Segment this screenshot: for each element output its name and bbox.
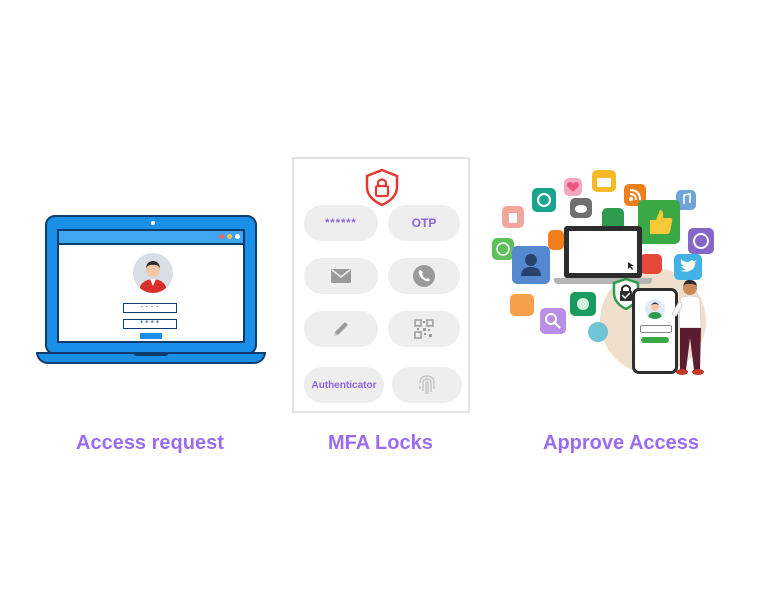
otp-method: OTP xyxy=(388,205,460,241)
password-method: ****** xyxy=(304,205,378,241)
heart-app-icon xyxy=(564,178,582,196)
caption-access-request: Access request xyxy=(76,432,224,454)
window-titlebar xyxy=(59,231,243,245)
chat-app-icon xyxy=(588,322,608,342)
envelope-icon xyxy=(331,269,351,283)
fingerprint-icon xyxy=(419,375,435,394)
twitter-app-icon xyxy=(674,254,702,280)
qr-method xyxy=(388,311,460,347)
cloud-app-icon xyxy=(570,198,592,218)
money-app-icon xyxy=(570,292,596,316)
password-field: **** xyxy=(123,319,177,329)
person-figure xyxy=(668,278,712,378)
laptop-screen: ---- **** xyxy=(57,229,245,343)
fingerprint-method xyxy=(392,367,462,403)
qr-code-icon xyxy=(414,319,434,339)
phone-avatar-icon xyxy=(645,299,665,319)
authenticator-method-label: Authenticator xyxy=(311,379,377,391)
caption-mfa-locks: MFA Locks xyxy=(328,432,433,454)
trash-app-icon xyxy=(502,206,524,228)
mfa-panel: ****** OTP xyxy=(292,157,470,413)
username-field: ---- xyxy=(123,303,177,313)
phone-method xyxy=(388,258,460,294)
login-button xyxy=(140,333,162,339)
gallery-app-icon xyxy=(510,294,534,316)
phone-approve-button xyxy=(641,337,669,343)
bookmark-app-icon xyxy=(548,230,564,250)
stats-app-icon xyxy=(602,208,624,230)
laptop-camera xyxy=(151,221,155,225)
inbox-app-icon xyxy=(592,170,616,192)
email-method xyxy=(304,258,378,294)
compass-app-icon xyxy=(688,228,714,254)
email-app-icon xyxy=(532,188,556,212)
phone-screen xyxy=(632,288,678,374)
search-app-icon xyxy=(540,308,566,334)
window-dot-icon xyxy=(235,234,240,239)
caption-approve-access: Approve Access xyxy=(543,432,699,454)
phone-icon xyxy=(413,265,435,287)
phone-password-field xyxy=(640,325,672,333)
window-dot-icon xyxy=(219,234,224,239)
thumbs-up-app-icon xyxy=(638,200,680,244)
laptop-notch xyxy=(133,352,169,356)
cursor-icon xyxy=(628,262,634,270)
signature-method xyxy=(304,311,378,347)
contact-app-icon xyxy=(512,246,550,284)
music-app-icon xyxy=(676,190,696,210)
pencil-icon xyxy=(334,322,348,336)
password-method-label: ****** xyxy=(325,217,357,229)
approve-access-illustration xyxy=(488,168,728,378)
laptop-lid: ---- **** xyxy=(45,215,257,355)
shield-lock-icon xyxy=(362,167,402,207)
authenticator-method: Authenticator xyxy=(304,367,384,403)
small-laptop-screen xyxy=(564,226,642,278)
window-dot-icon xyxy=(227,234,232,239)
small-laptop-base xyxy=(554,278,652,284)
user-avatar-icon xyxy=(133,253,173,293)
globe-app-icon xyxy=(492,238,514,260)
otp-method-label: OTP xyxy=(411,216,437,230)
red-app-icon xyxy=(640,254,662,274)
